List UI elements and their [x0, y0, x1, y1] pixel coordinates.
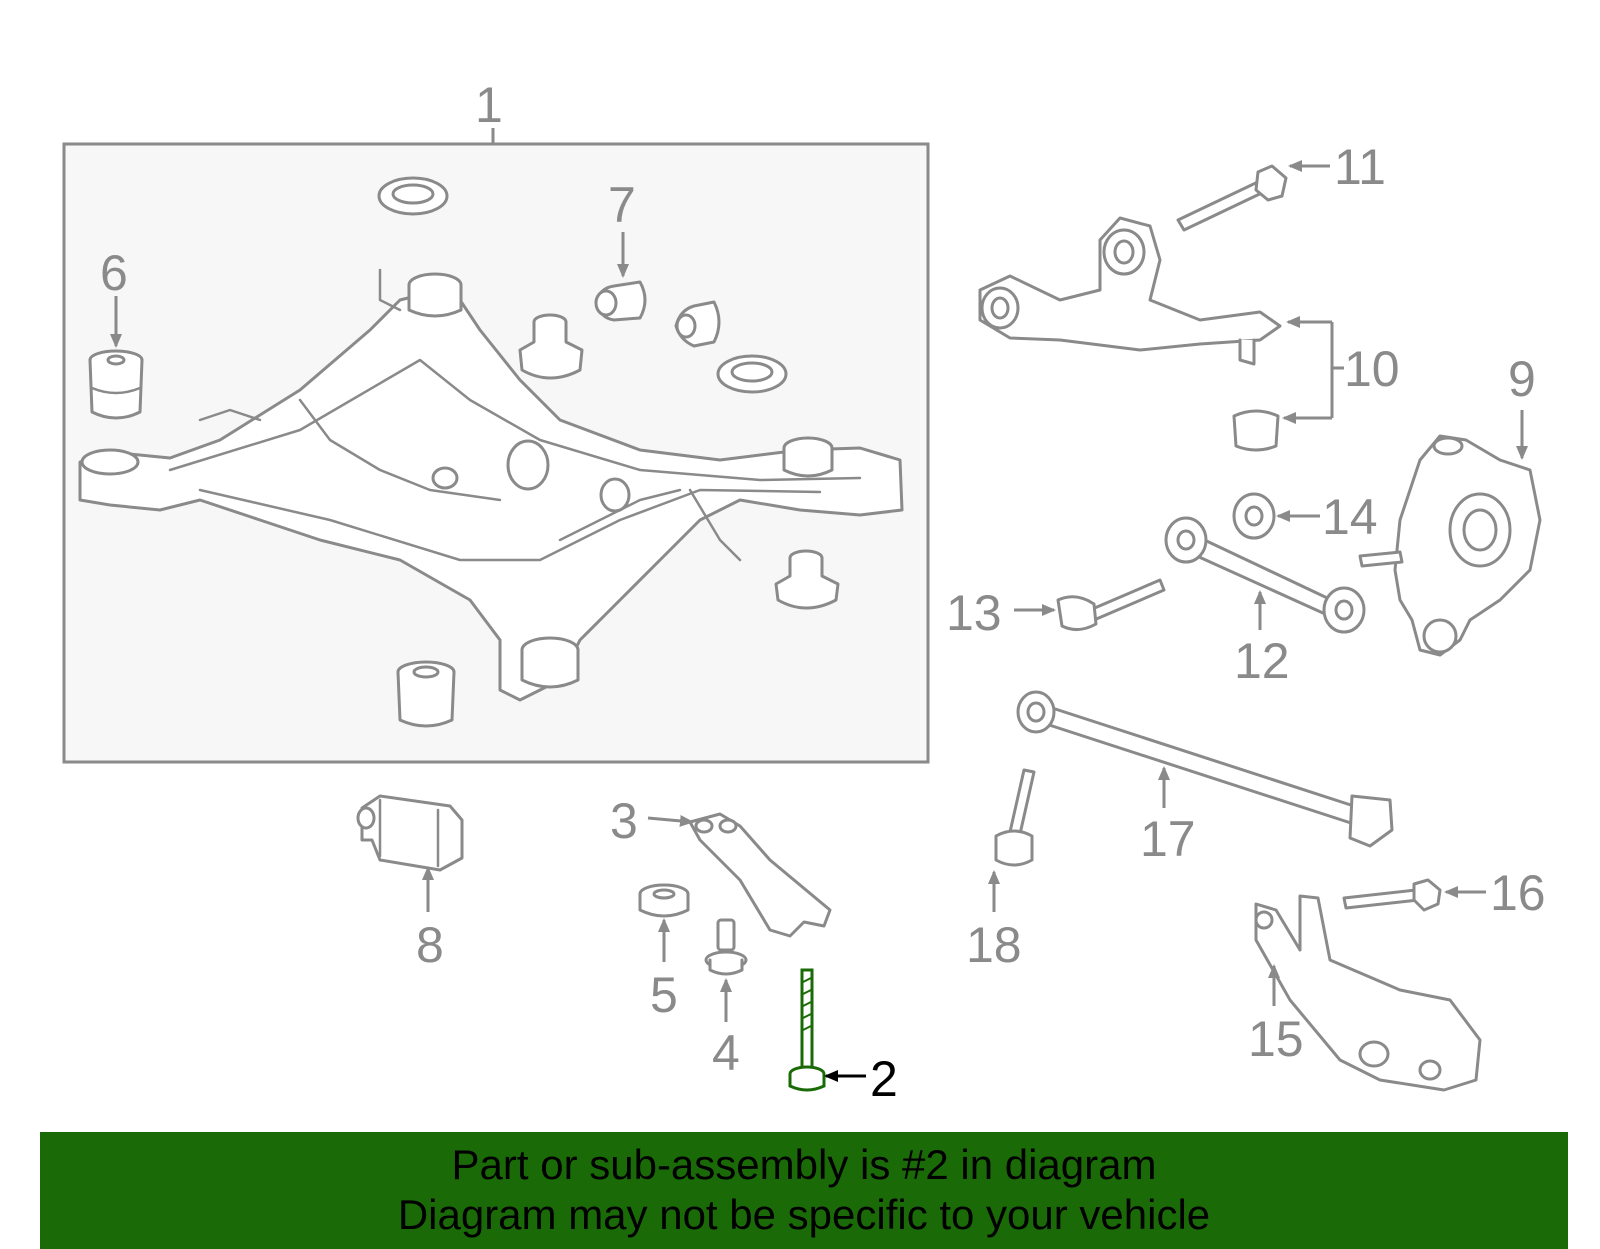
subframe-assembly-group[interactable]: 1	[62, 77, 930, 764]
bushing-lower-left	[396, 660, 456, 728]
lateral-link-17	[1016, 690, 1394, 848]
brace-3	[688, 812, 832, 938]
bolt-13	[1056, 578, 1166, 631]
washer-upper-left	[377, 176, 449, 216]
callout-17: 17	[1140, 811, 1196, 867]
banner-line-1: Part or sub-assembly is #2 in diagram	[451, 1141, 1157, 1188]
callout-13: 13	[946, 585, 1002, 641]
bolt-18	[994, 768, 1036, 867]
washer-upper-right	[716, 354, 788, 394]
link-12	[1164, 516, 1366, 634]
upper-control-arm-10	[978, 216, 1282, 452]
callout-11: 11	[1334, 139, 1386, 195]
mount-bracket-8	[356, 794, 464, 872]
bushing-mid	[674, 300, 721, 348]
callout-9: 9	[1508, 351, 1536, 407]
callout-6: 6	[100, 245, 128, 301]
callout-3: 3	[610, 793, 638, 849]
bushing-7	[594, 280, 647, 322]
callout-14: 14	[1322, 489, 1378, 545]
washer-5	[638, 883, 690, 918]
callout-10: 10	[1344, 341, 1400, 397]
callout-4: 4	[712, 1025, 740, 1081]
bushing-upper-center	[518, 313, 584, 380]
bolt-4	[704, 918, 748, 976]
callout-12: 12	[1234, 633, 1290, 689]
callout-18: 18	[966, 917, 1022, 973]
trailing-arm-15	[1254, 894, 1482, 1092]
callout-2: 2	[870, 1051, 898, 1107]
knuckle-9	[1358, 434, 1542, 657]
callout-1: 1	[475, 77, 503, 133]
bushing-6	[88, 349, 144, 420]
bolt-16	[1342, 878, 1442, 912]
bolt-2-highlighted[interactable]	[788, 968, 826, 1092]
callout-15: 15	[1248, 1011, 1304, 1067]
callout-16: 16	[1490, 865, 1546, 921]
bushing-14	[1232, 492, 1276, 540]
callout-5: 5	[650, 967, 678, 1023]
bolt-11	[1176, 164, 1288, 232]
info-banner: Part or sub-assembly is #2 in diagram Di…	[40, 1132, 1568, 1249]
bushing-right-lower	[774, 549, 840, 610]
subframe-illustration	[78, 268, 904, 702]
banner-line-2: Diagram may not be specific to your vehi…	[397, 1191, 1211, 1238]
callout-8: 8	[416, 917, 444, 973]
callout-7: 7	[608, 177, 636, 233]
